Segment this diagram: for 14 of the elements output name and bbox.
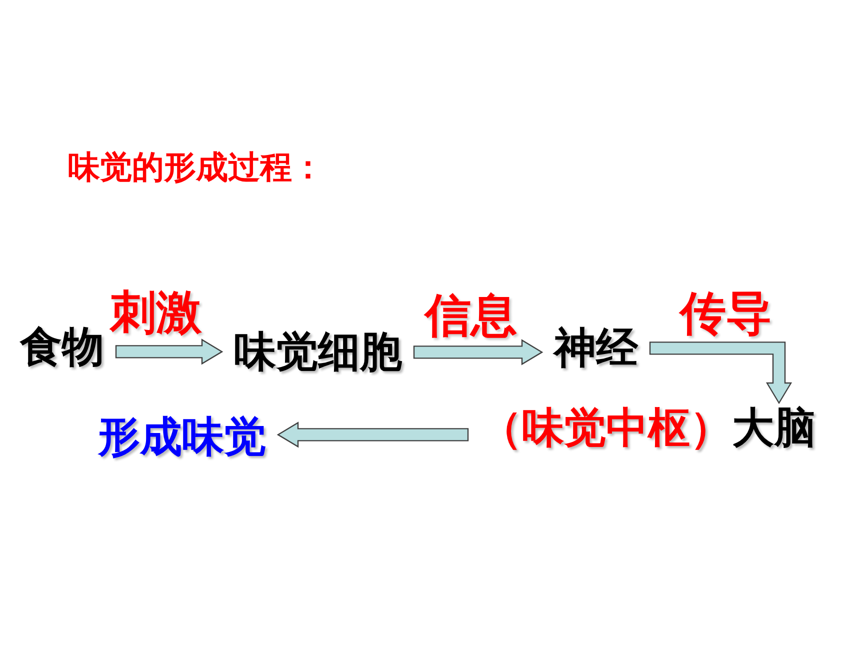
edge-label: 传导 xyxy=(680,288,772,339)
block-arrow xyxy=(649,342,792,404)
block-arrow xyxy=(115,338,224,365)
step-text: 味觉细胞 xyxy=(234,327,402,376)
edge-label: 刺激 xyxy=(110,287,202,338)
step-text: 神经 xyxy=(554,323,638,372)
block-arrow xyxy=(276,422,469,448)
step-text: 大脑 xyxy=(732,403,816,452)
title: 味觉的形成过程： xyxy=(68,148,324,186)
step-text: 形成味觉 xyxy=(98,412,266,461)
step-text: 食物 xyxy=(20,322,104,371)
block-arrow xyxy=(413,339,544,366)
annotation-text: （味觉中枢） xyxy=(480,403,732,452)
edge-label: 信息 xyxy=(425,290,517,341)
